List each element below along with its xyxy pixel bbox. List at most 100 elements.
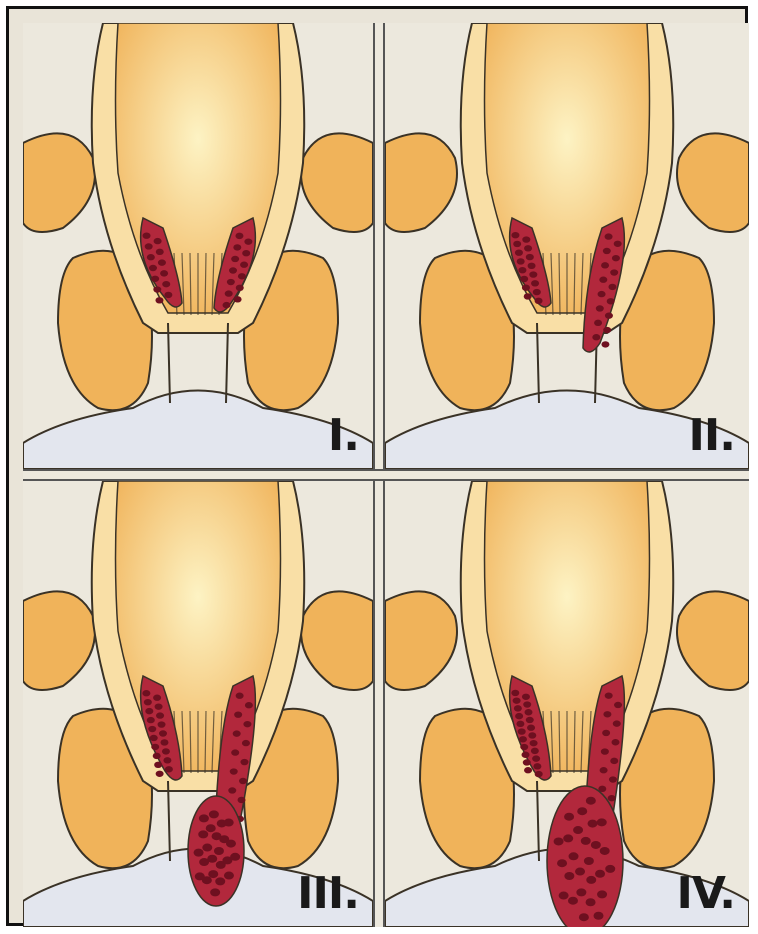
panel-grade-4: IV. xyxy=(385,481,749,927)
vessel-dot xyxy=(531,748,539,754)
vessel-dot xyxy=(243,721,251,727)
vessel-dot xyxy=(227,279,235,285)
vessel-dot xyxy=(225,290,233,296)
vessel-dot xyxy=(517,258,525,264)
vessel-dot xyxy=(599,277,607,283)
vessel-dot xyxy=(564,872,574,880)
vessel-dot xyxy=(527,725,535,731)
vessel-dot xyxy=(156,771,164,777)
vessel-dot xyxy=(554,837,564,845)
vessel-dot xyxy=(234,711,242,717)
vessel-dot xyxy=(535,771,543,777)
vessel-dot xyxy=(533,763,541,769)
vessel-dot xyxy=(198,830,208,838)
vessel-dot xyxy=(199,814,209,822)
vessel-dot xyxy=(163,757,171,763)
vessel-dot xyxy=(591,841,601,849)
vessel-dot xyxy=(231,256,239,262)
vessel-dot xyxy=(601,748,609,754)
vessel-dot xyxy=(586,797,596,805)
vessel-dot xyxy=(240,262,248,268)
vessel-dot xyxy=(155,703,163,709)
vessel-dot xyxy=(592,334,600,340)
vessel-dot xyxy=(530,740,538,746)
vessel-dot xyxy=(524,245,532,251)
vessel-dot xyxy=(199,858,209,866)
vessel-dot xyxy=(511,690,519,696)
vessel-dot xyxy=(149,265,157,271)
vessel-dot xyxy=(511,232,519,238)
vessel-dot xyxy=(602,730,610,736)
vessel-dot xyxy=(208,870,218,878)
vessel-dot xyxy=(605,233,613,239)
vessel-dot xyxy=(142,690,150,696)
vessel-dot xyxy=(159,730,167,736)
vessel-dot xyxy=(230,768,238,774)
vessel-dot xyxy=(614,702,622,708)
vessel-dot xyxy=(153,695,161,701)
vessel-dot xyxy=(564,813,574,821)
vessel-dot xyxy=(519,736,527,742)
vessel-dot xyxy=(579,913,589,921)
vessel-dot xyxy=(144,699,152,705)
vessel-dot xyxy=(145,243,153,249)
panel-grade-2: II. xyxy=(385,23,749,469)
vessel-dot xyxy=(515,249,523,255)
vessel-dot xyxy=(581,837,591,845)
vessel-dot xyxy=(526,717,534,723)
vessel-dot xyxy=(528,263,536,269)
vessel-dot xyxy=(150,735,158,741)
anatomy-illustration-grade-3 xyxy=(23,481,373,927)
panel-grade-3: III. xyxy=(23,481,373,927)
vessel-dot xyxy=(610,269,618,275)
vessel-dot xyxy=(520,744,528,750)
vessel-dot xyxy=(162,281,170,287)
vessel-dot xyxy=(224,872,234,880)
anatomy-illustration-grade-4 xyxy=(385,481,749,927)
vessel-dot xyxy=(151,276,159,282)
vessel-dot xyxy=(228,787,236,793)
vessel-dot xyxy=(206,824,216,832)
vessel-dot xyxy=(224,819,234,827)
vessel-dot xyxy=(215,877,225,885)
vessel-dot xyxy=(524,767,532,773)
vessel-dot xyxy=(584,857,594,865)
vessel-dot xyxy=(612,255,620,261)
vessel-dot xyxy=(160,739,168,745)
vessel-dot xyxy=(600,847,610,855)
vessel-dot xyxy=(245,702,253,708)
vessel-dot xyxy=(209,810,219,818)
vessel-dot xyxy=(594,912,604,920)
vessel-dot xyxy=(526,254,534,260)
vessel-dot xyxy=(236,693,244,699)
vessel-dot xyxy=(518,267,526,273)
anatomy-illustration-grade-1 xyxy=(23,23,373,469)
vessel-dot xyxy=(598,291,606,297)
vessel-dot xyxy=(600,767,608,773)
horizontal-divider xyxy=(23,469,749,481)
prolapsed-hemorrhoid xyxy=(547,786,623,927)
figure-frame: I. II. III. IV. xyxy=(6,6,748,926)
vessel-dot xyxy=(605,865,615,873)
vessel-dot xyxy=(610,758,618,764)
vessel-dot xyxy=(153,286,161,292)
vessel-dot xyxy=(233,730,241,736)
vessel-dot xyxy=(236,285,244,291)
vessel-dot xyxy=(238,797,246,803)
vessel-dot xyxy=(597,890,607,898)
vessel-dot xyxy=(597,818,607,826)
panel-grid: I. II. III. IV. xyxy=(23,23,749,927)
vessel-dot xyxy=(605,312,613,318)
vessel-dot xyxy=(156,249,164,255)
vessel-dot xyxy=(226,840,236,848)
vessel-dot xyxy=(147,254,155,260)
vessel-dot xyxy=(557,859,567,867)
vessel-dot xyxy=(559,892,569,900)
vessel-dot xyxy=(577,807,587,815)
vessel-dot xyxy=(516,721,524,727)
vessel-dot xyxy=(244,238,252,244)
vessel-dot xyxy=(605,692,613,698)
vessel-dot xyxy=(603,327,611,333)
vessel-dot xyxy=(596,305,604,311)
vessel-dot xyxy=(156,712,164,718)
